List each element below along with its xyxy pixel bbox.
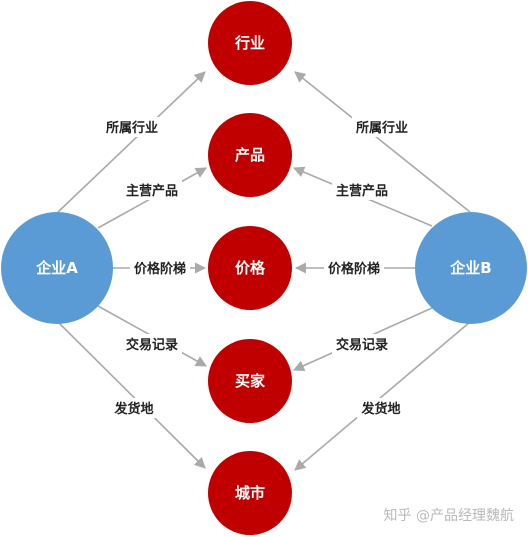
node-company-a: 企业A: [1, 212, 113, 324]
node-buyer-label: 买家: [235, 372, 265, 390]
edges-company-a: [57, 71, 207, 469]
watermark-text: 知乎 @产品经理魏航: [384, 507, 514, 524]
node-price-label: 价格: [235, 259, 266, 277]
label-b-product: 主营产品: [336, 183, 388, 199]
node-industry-label: 行业: [234, 34, 265, 52]
label-b-industry: 所属行业: [356, 120, 408, 136]
node-company-a-label: 企业A: [35, 259, 78, 277]
label-b-city: 发货地: [360, 401, 400, 417]
company-nodes: 企业A 企业B: [1, 212, 527, 324]
node-city: 城市: [208, 451, 292, 535]
node-buyer: 买家: [208, 339, 292, 423]
label-a-price: 价格阶梯: [134, 261, 186, 277]
node-company-b-label: 企业B: [449, 259, 491, 277]
attribute-nodes: 行业 产品 价格 买家 城市: [208, 1, 292, 535]
edge-b-industry: [294, 71, 471, 213]
edge-labels: 所属行业 主营产品 价格阶梯 交易记录 发货地 所属行业 主营产品 价格阶梯 交…: [102, 117, 412, 418]
edge-a-city: [57, 321, 206, 469]
node-company-b: 企业B: [415, 212, 527, 324]
node-price: 价格: [208, 226, 292, 310]
label-a-buyer: 交易记录: [126, 337, 178, 353]
node-product-label: 产品: [235, 146, 265, 164]
node-city-label: 城市: [235, 484, 265, 502]
label-a-industry: 所属行业: [106, 120, 158, 136]
label-a-product: 主营产品: [126, 183, 178, 199]
label-a-city: 发货地: [113, 401, 153, 417]
label-b-price: 价格阶梯: [328, 261, 380, 277]
label-b-buyer: 交易记录: [336, 337, 388, 353]
node-industry: 行业: [208, 1, 292, 85]
node-product: 产品: [208, 113, 292, 197]
edge-b-city: [294, 321, 471, 471]
edge-a-industry: [57, 71, 206, 213]
